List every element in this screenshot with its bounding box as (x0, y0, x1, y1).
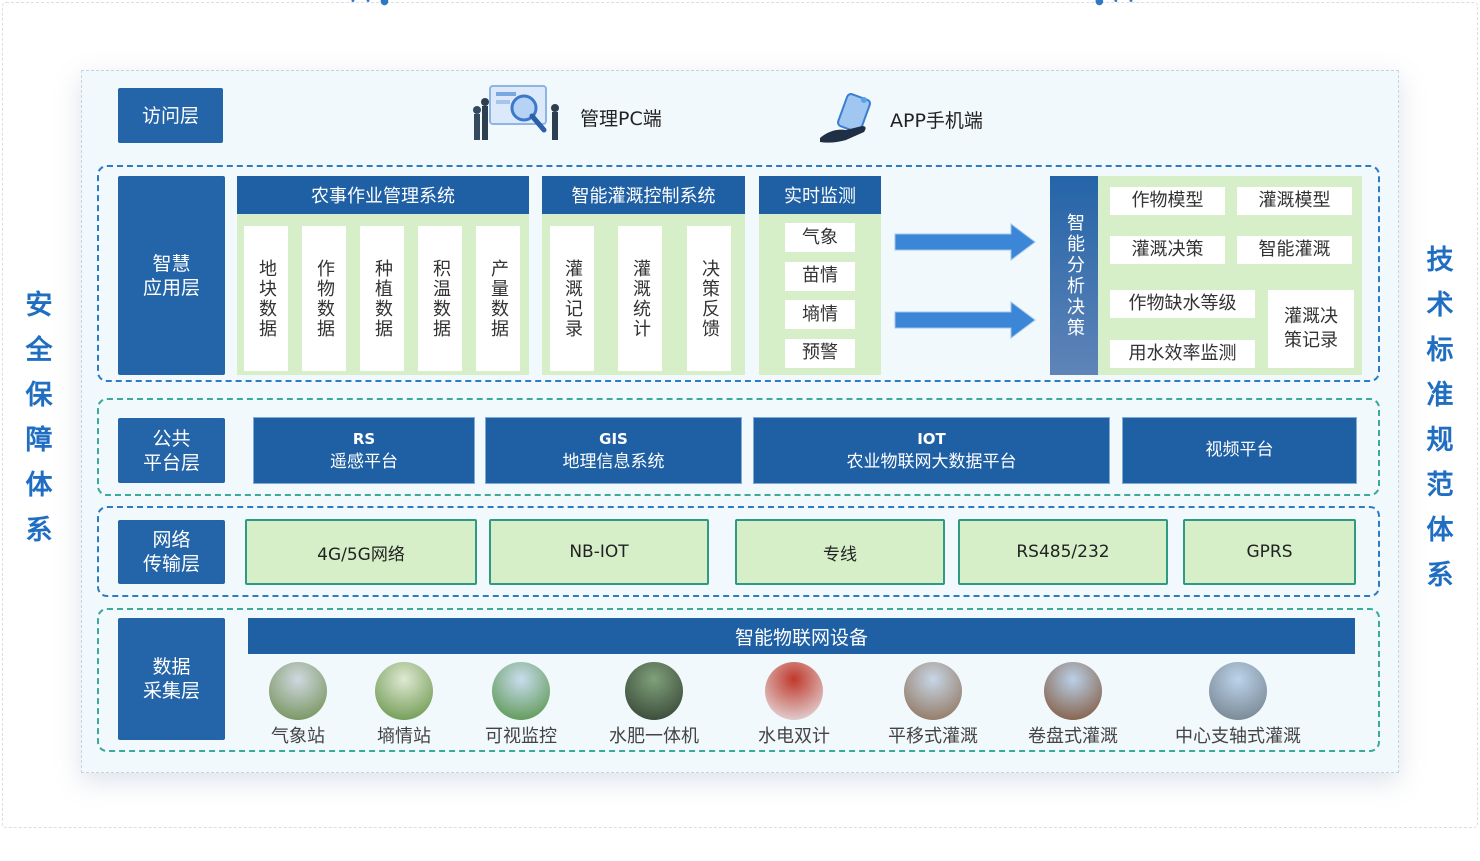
irrigation-item: 灌溉统计 (618, 226, 662, 371)
side-char: 障 (25, 425, 53, 456)
right-arrow-icon (894, 223, 1036, 261)
access-pc-label: 管理PC端 (580, 108, 662, 130)
platform-name: 农业物联网大数据平台 (846, 451, 1017, 472)
farm-item: 产量数据 (476, 226, 520, 371)
network-layer-frame (97, 506, 1380, 597)
pc-dashboard-icon (473, 85, 559, 140)
side-char: 技 (1426, 245, 1454, 276)
layer-network-label: 网络 传输层 (118, 520, 225, 584)
device-label: 气象站 (271, 726, 325, 747)
irrigation-system-title: 智能灌溉控制系统 (542, 176, 745, 214)
outer-frame (2, 2, 1478, 828)
decor-dots-left: • • ● (350, 0, 392, 7)
platform-box: RS 遥感平台 (253, 417, 475, 484)
farm-item: 地块数据 (244, 226, 288, 371)
layer-app-label: 智慧 应用层 (118, 176, 225, 375)
farm-system-title: 农事作业管理系统 (237, 176, 529, 214)
device-label: 平移式灌溉 (888, 726, 978, 747)
analysis-title: 智能分析决策 (1050, 176, 1098, 375)
side-char: 保 (25, 380, 53, 411)
device-label: 中心支轴式灌溉 (1175, 726, 1301, 747)
device-photo-icon (765, 662, 823, 720)
irrigation-item: 灌溉记录 (550, 226, 594, 371)
device-label: 水肥一体机 (609, 726, 699, 747)
public-layer-frame (97, 398, 1380, 496)
farm-item: 种植数据 (360, 226, 404, 371)
side-char: 体 (1426, 515, 1454, 546)
side-char: 安 (25, 290, 53, 321)
platform-name: 视频平台 (1205, 440, 1274, 460)
analysis-item: 作物模型 (1110, 187, 1225, 215)
app-layer-frame (97, 165, 1380, 382)
mobile-hand-icon (820, 93, 871, 143)
device-label: 卷盘式灌溉 (1028, 726, 1118, 747)
monitor-item: 墒情 (785, 300, 855, 329)
device-photo-icon (625, 662, 683, 720)
access-mobile-label: APP手机端 (890, 110, 983, 132)
platform-box: 视频平台 (1122, 417, 1357, 484)
monitor-item: 预警 (785, 338, 855, 368)
monitor-item: 气象 (785, 223, 855, 252)
network-box: RS485/232 (958, 519, 1168, 585)
farm-item: 作物数据 (302, 226, 346, 371)
side-char: 规 (1426, 425, 1454, 456)
side-char: 范 (1426, 470, 1454, 501)
device-photo-icon (904, 662, 962, 720)
side-label-security: 安全保障体系 (19, 283, 59, 553)
side-char: 准 (1426, 380, 1454, 411)
network-box: 专线 (735, 519, 945, 585)
device-photo-icon (492, 662, 550, 720)
monitor-item: 苗情 (785, 261, 855, 291)
platform-code: RS (352, 429, 376, 448)
network-box: GPRS (1183, 519, 1356, 585)
side-label-standards: 技术标准规范体系 (1420, 238, 1460, 598)
side-char: 标 (1426, 335, 1454, 366)
side-char: 术 (1426, 290, 1454, 321)
platform-box: IOT 农业物联网大数据平台 (753, 417, 1110, 484)
analysis-item: 作物缺水等级 (1110, 290, 1255, 318)
device-label: 可视监控 (485, 726, 557, 747)
network-box: NB-IOT (489, 519, 709, 585)
device-photo-icon (1209, 662, 1267, 720)
device-photo-icon (1044, 662, 1102, 720)
device-label: 墒情站 (377, 726, 431, 747)
layer-public-label: 公共 平台层 (118, 418, 225, 483)
decor-dots-right: ● • • (1095, 0, 1137, 7)
platform-code: IOT (917, 429, 946, 448)
platform-name: 地理信息系统 (562, 451, 665, 472)
analysis-item: 灌溉模型 (1237, 187, 1352, 215)
side-char: 全 (25, 335, 53, 366)
layer-data-label: 数据 采集层 (118, 618, 225, 740)
analysis-item: 智能灌溉 (1237, 236, 1352, 264)
analysis-item: 灌溉决 策记录 (1268, 290, 1354, 368)
layer-access-label: 访问层 (118, 88, 223, 143)
monitor-title: 实时监测 (759, 176, 881, 214)
devices-title: 智能物联网设备 (248, 618, 1355, 654)
analysis-item: 用水效率监测 (1110, 340, 1255, 368)
irrigation-item: 决策反馈 (687, 226, 731, 371)
right-arrow-icon (894, 301, 1036, 339)
network-box: 4G/5G网络 (245, 519, 477, 585)
device-photo-icon (269, 662, 327, 720)
platform-box: GIS 地理信息系统 (485, 417, 742, 484)
platform-name: 遥感平台 (330, 451, 398, 472)
side-char: 体 (25, 470, 53, 501)
side-char: 系 (1426, 560, 1454, 591)
side-char: 系 (25, 515, 53, 546)
farm-item: 积温数据 (418, 226, 462, 371)
device-photo-icon (375, 662, 433, 720)
analysis-item: 灌溉决策 (1110, 236, 1225, 264)
device-label: 水电双计 (758, 726, 830, 747)
platform-code: GIS (599, 429, 628, 448)
data-layer-frame (97, 608, 1380, 752)
